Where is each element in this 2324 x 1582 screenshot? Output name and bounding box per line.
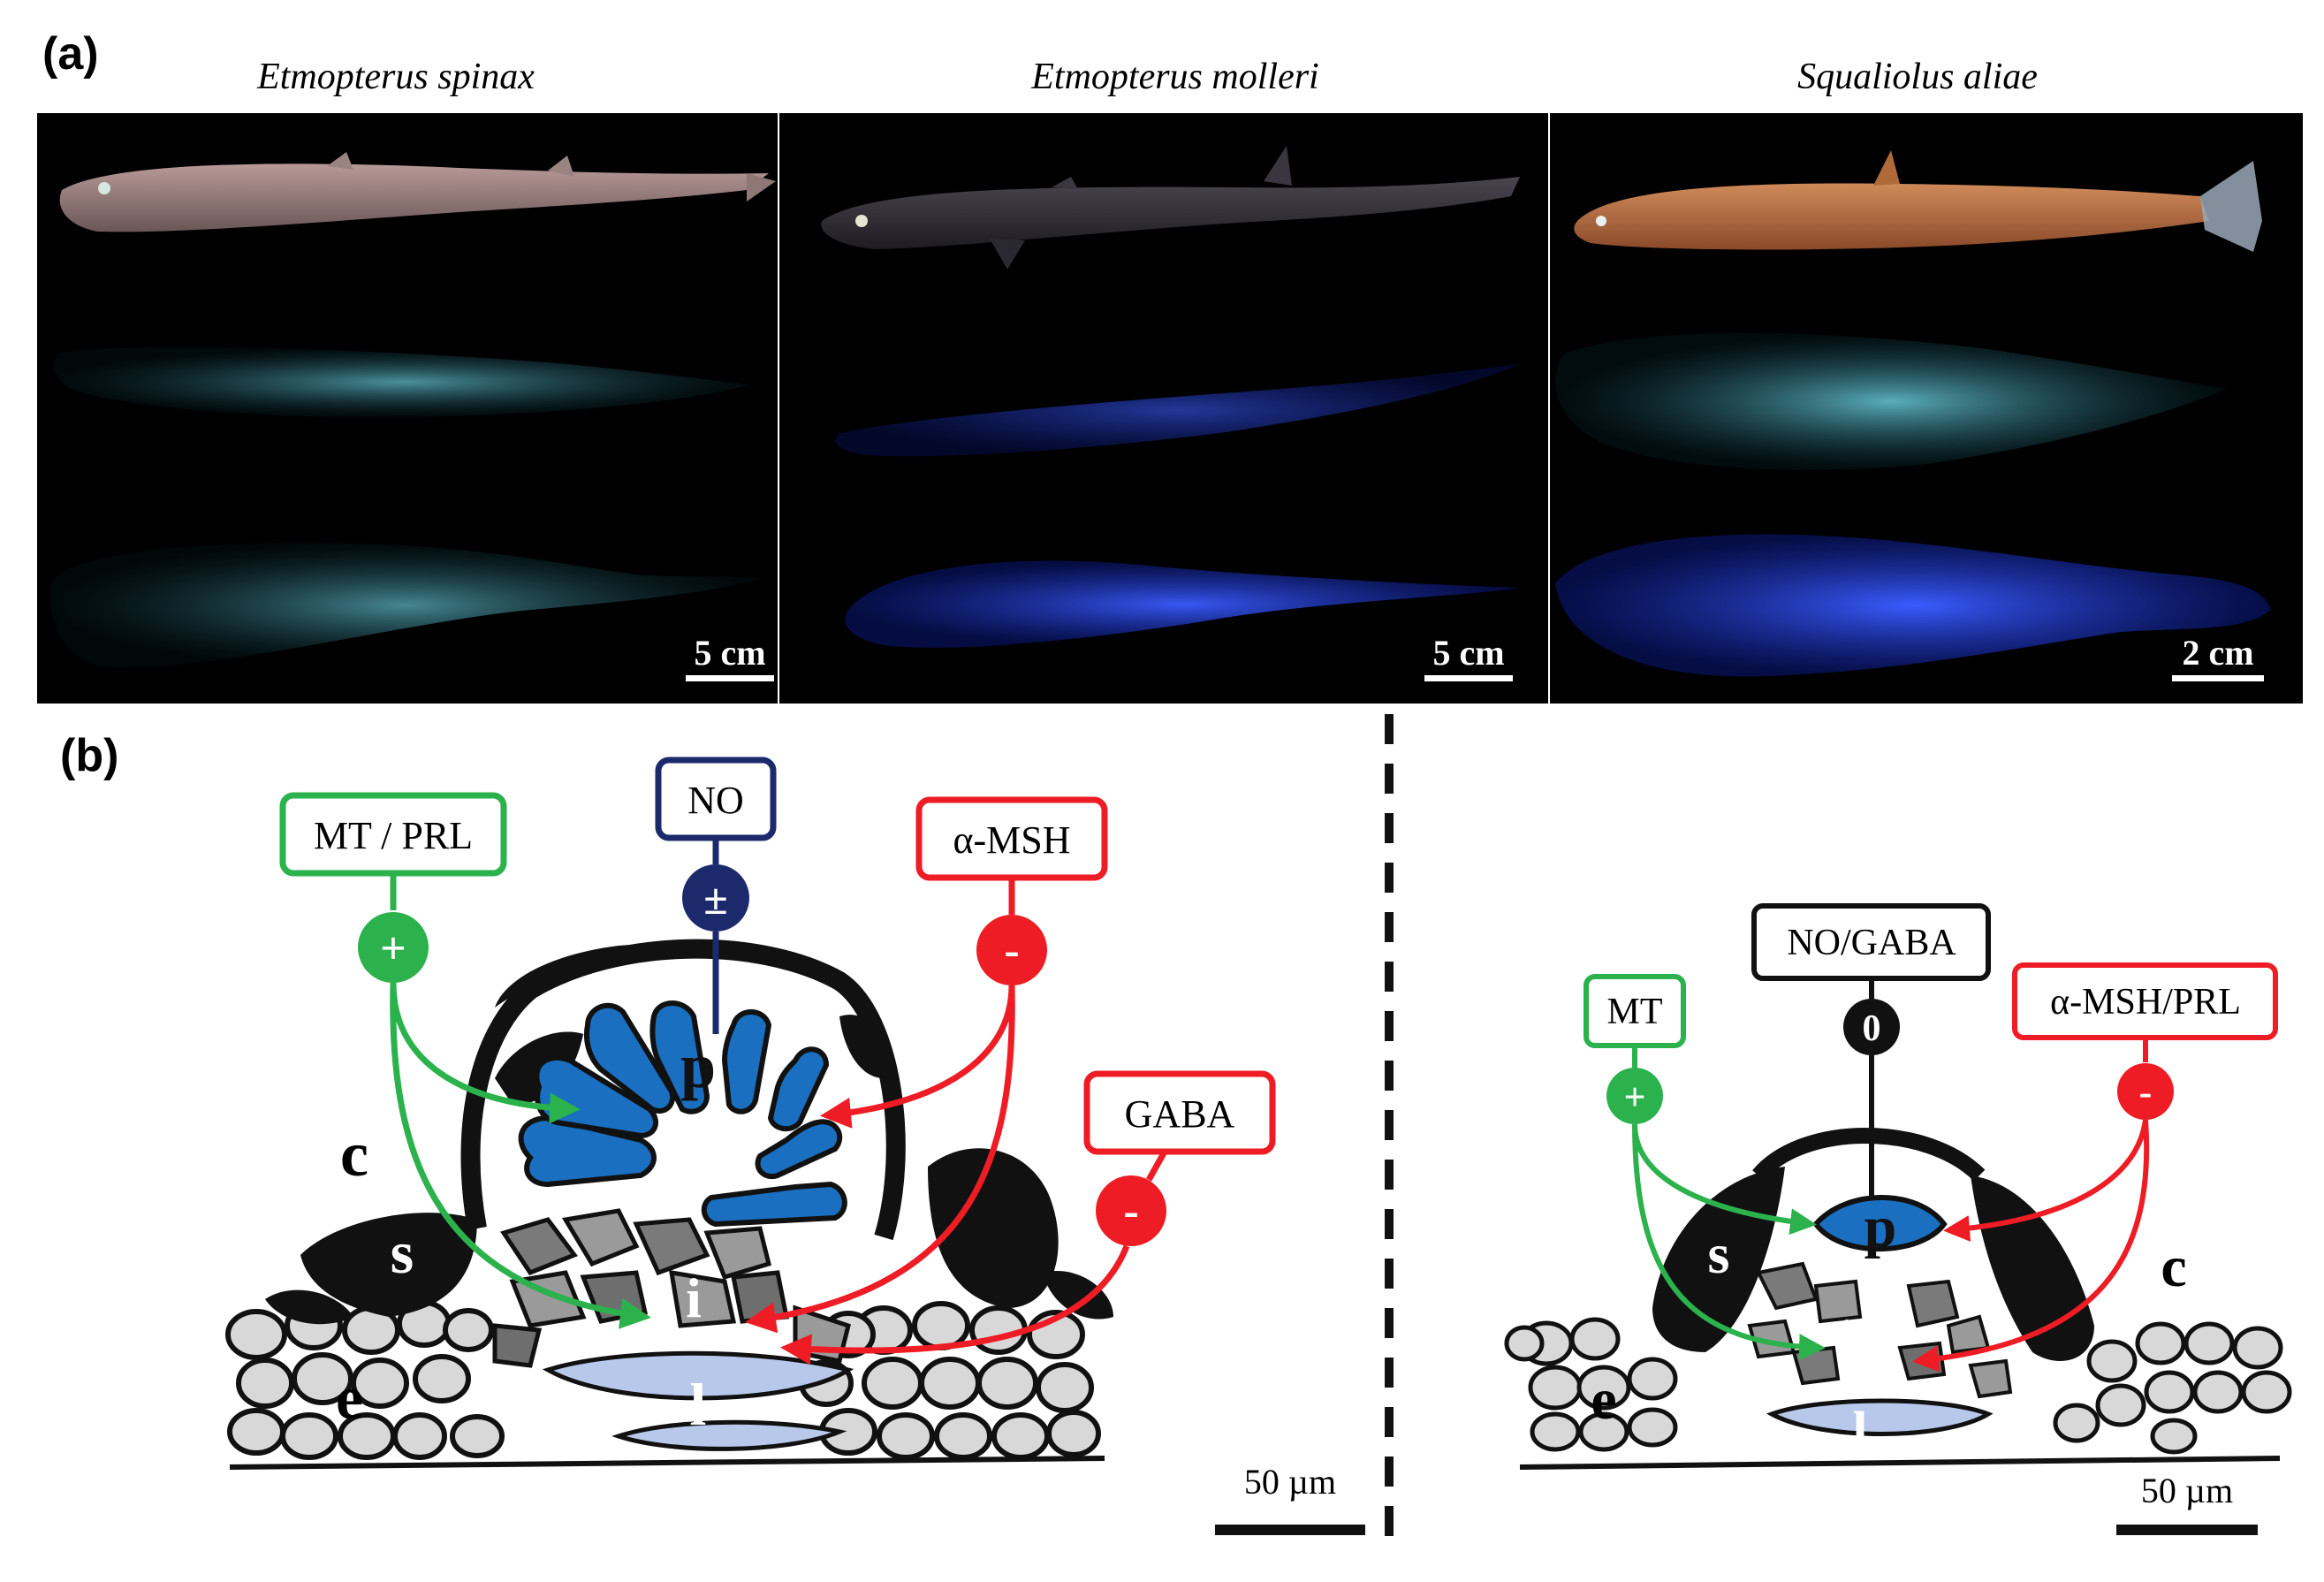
- sign-minus-amsh-prl-text: -: [2139, 1070, 2153, 1114]
- label-p-left: p: [680, 1031, 716, 1101]
- chromatophore-left-3: [928, 1148, 1059, 1308]
- sign-plus-mt-text: +: [1623, 1076, 1645, 1119]
- label-l-left: l: [690, 1371, 707, 1438]
- arrow-mt-to-i: [1632, 1123, 1826, 1361]
- shark-fluorescence-aliae-ventral: [1555, 534, 2271, 677]
- box-amsh-label: α-MSH: [953, 818, 1070, 862]
- chromatophore-left-1: [300, 1213, 477, 1317]
- photophore-right: e s c l i p MT +: [1504, 903, 2292, 1535]
- scale-bar-1: 5 cm: [686, 633, 774, 681]
- species-title-1: Etmopterus spinax: [256, 57, 535, 97]
- chromatophore-left-6: [839, 1015, 885, 1078]
- arrow-gaba-to-lens: [780, 1244, 1130, 1365]
- label-c-left: c: [340, 1119, 368, 1190]
- lens-left: [542, 1350, 854, 1401]
- box-no-label: NO: [687, 779, 744, 822]
- pigment-cap-left: [495, 944, 831, 1008]
- sign-minus-amsh-prl: [2117, 1063, 2174, 1120]
- box-mt-label: MT: [1607, 992, 1663, 1032]
- sign-plusminus-no-text: ±: [703, 874, 727, 924]
- intermediate-layer-right: [1747, 1261, 2013, 1399]
- panel-a-label: (a): [42, 28, 99, 80]
- arrow-mt-prl-to-i: [390, 982, 651, 1329]
- sign-plusminus-no: [682, 864, 749, 932]
- scale-bar-left: [1215, 1525, 1365, 1535]
- scale-label-1: 5 cm: [694, 633, 765, 673]
- scale-bar-2: 5 cm: [1424, 633, 1513, 681]
- sign-minus-amsh: [976, 915, 1047, 985]
- box-amsh-prl-label: α-MSH/PRL: [2050, 982, 2241, 1023]
- shark-photo-spinax: [59, 152, 776, 232]
- sign-plus-mt-prl: [358, 912, 429, 983]
- arrow-amsh-prl-to-p: [1943, 1119, 2148, 1242]
- box-gaba: [1083, 1070, 1276, 1155]
- label-i-left: i: [686, 1266, 702, 1329]
- box-no-gaba-label: NO/GABA: [1787, 923, 1956, 963]
- label-c-right: c: [2161, 1235, 2186, 1299]
- arrow-amsh-to-i: [745, 985, 1015, 1334]
- label-e-right: e: [1591, 1367, 1616, 1432]
- shark-photo-molleri: [821, 146, 1520, 270]
- shark-fluorescence-molleri-ventral: [845, 560, 1520, 648]
- species-title-2: Etmopterus molleri: [1030, 57, 1318, 97]
- sign-plus-mt-prl-text: +: [380, 924, 406, 974]
- shark-fluorescence-spinax-ventral: [49, 543, 761, 668]
- scale-bar-right: [2116, 1525, 2258, 1535]
- sign-minus-amsh-text: -: [1004, 925, 1019, 976]
- epidermis-cells-right: [1504, 1317, 2292, 1455]
- chromatophore-left-2: [265, 1289, 353, 1325]
- box-gaba-label: GABA: [1125, 1092, 1235, 1136]
- label-i-right: i: [1840, 1310, 1855, 1368]
- shark-fluorescence-spinax-lateral: [54, 346, 751, 418]
- sign-zero-no-gaba-text: 0: [1863, 1008, 1881, 1049]
- shark-photo-aliae: [1574, 150, 2262, 252]
- lens-right: [1766, 1398, 1994, 1436]
- arrow-mt-to-p: [1632, 1123, 1817, 1236]
- label-s-right: s: [1708, 1222, 1730, 1285]
- shark-fluorescence-molleri-lateral: [835, 364, 1520, 457]
- scale-bar-3: 2 cm: [2172, 633, 2264, 681]
- scale-label-2: 5 cm: [1432, 633, 1504, 673]
- sign-minus-gaba: [1096, 1175, 1166, 1246]
- photophore-left: e l c s: [225, 757, 1365, 1535]
- label-p-right: p: [1865, 1195, 1897, 1259]
- label-l-right: l: [1852, 1402, 1867, 1462]
- sign-zero-no-gaba: [1843, 999, 1900, 1055]
- pigment-cup-right: [1752, 1128, 1986, 1182]
- lens-left-lower: [611, 1419, 847, 1451]
- shark-fluorescence-aliae-lateral: [1555, 332, 2227, 470]
- label-e-left: e: [336, 1365, 363, 1433]
- scale-label-right: 50 µm: [2141, 1471, 2233, 1510]
- label-s-left: s: [391, 1219, 414, 1286]
- panel-b-label: (b): [60, 730, 118, 781]
- arrow-amsh-to-p: [820, 985, 1015, 1129]
- box-mt-prl-label: MT / PRL: [314, 814, 473, 857]
- species-title-3: Squaliolus aliae: [1797, 57, 2038, 97]
- sign-plus-mt: [1606, 1068, 1663, 1124]
- scale-label-left: 50 µm: [1244, 1462, 1336, 1502]
- arrow-amsh-prl-to-i: [1912, 1119, 2150, 1373]
- scale-label-3: 2 cm: [2182, 633, 2253, 673]
- chromatophore-left-4: [1043, 1271, 1113, 1320]
- arrow-mt-prl-to-p: [390, 982, 581, 1124]
- sign-minus-gaba-text: -: [1123, 1186, 1138, 1236]
- intermediate-layer-left: [492, 1208, 851, 1368]
